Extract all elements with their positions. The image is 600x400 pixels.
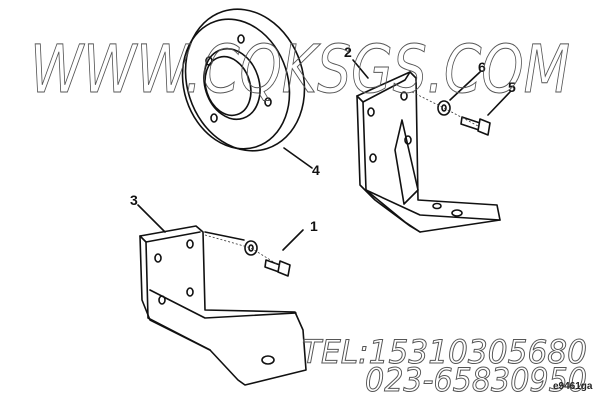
callout-2: 2 bbox=[344, 44, 352, 60]
figure-code: e9461ga bbox=[553, 381, 593, 392]
part-3-bracket bbox=[139, 225, 307, 386]
leader-lines bbox=[137, 59, 511, 251]
callout-6: 6 bbox=[478, 59, 486, 75]
part-1-washer-bolt bbox=[244, 240, 291, 277]
callout-3: 3 bbox=[130, 192, 138, 208]
callout-1: 1 bbox=[310, 218, 318, 234]
part-2-bracket bbox=[356, 71, 501, 233]
callout-4: 4 bbox=[312, 162, 320, 178]
watermark-phone: 023-65830950 bbox=[365, 361, 587, 399]
watermark-url: WWW.CQKSGS.COM bbox=[30, 31, 570, 108]
callout-5: 5 bbox=[508, 79, 516, 95]
watermark-tel: TEL:15310305680 bbox=[302, 333, 587, 371]
part-6-washer bbox=[437, 100, 451, 116]
part-4-flange bbox=[181, 8, 306, 152]
part-5-bolt bbox=[460, 116, 491, 136]
